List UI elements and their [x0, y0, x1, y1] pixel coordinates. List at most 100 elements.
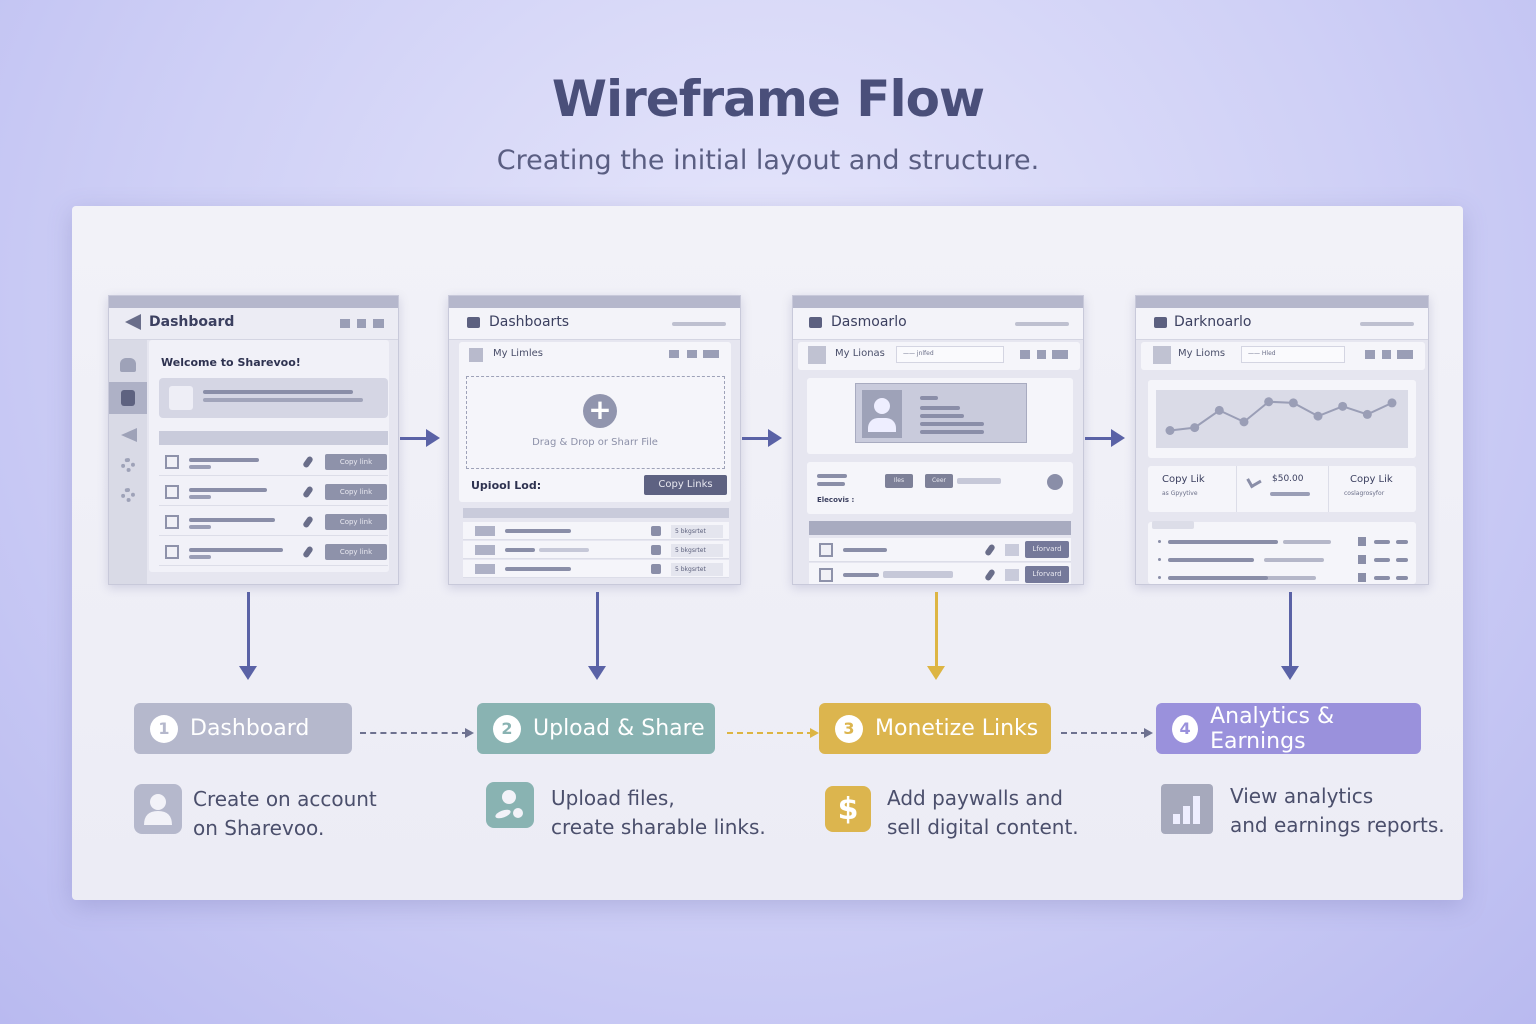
page-subtitle: Creating the initial layout and structur… — [496, 145, 1040, 176]
lock-icon[interactable] — [1047, 474, 1063, 490]
flow-arrow-down — [588, 592, 606, 680]
table-row[interactable] — [1148, 570, 1416, 584]
copy-link-button[interactable]: Copy link — [325, 484, 387, 500]
copy-link-button[interactable]: Copy link — [325, 514, 387, 530]
table-row[interactable]: 5 bkgsrtet — [463, 541, 729, 559]
table-row[interactable]: Copy link — [159, 448, 388, 476]
chart-icon — [651, 545, 661, 555]
table-header — [809, 521, 1071, 535]
flow-arrow-right — [1085, 429, 1125, 447]
table-row[interactable]: 5 bkgsrtet — [463, 560, 729, 578]
chart-point — [1239, 417, 1249, 427]
window-bar — [1136, 296, 1428, 308]
gear-icon[interactable] — [121, 458, 135, 472]
link-icon — [1246, 473, 1262, 489]
table-row[interactable]: Lforvard — [809, 538, 1071, 562]
step-label: Monetize Links — [875, 716, 1039, 741]
table-row[interactable]: Copy link — [159, 538, 388, 566]
drop-zone[interactable]: + Drag & Drop or Sharr File — [466, 376, 725, 469]
step-description: Upload files,create sharable links. — [551, 786, 766, 839]
forward-button[interactable]: Lforvard — [1025, 541, 1069, 558]
chart-point — [1362, 409, 1372, 419]
folder-icon — [809, 317, 822, 328]
chart-point — [1214, 405, 1224, 415]
table-row[interactable]: Lforvard — [809, 563, 1071, 584]
paywall-panel: Iles Ceer Elecovis : — [807, 462, 1073, 514]
chart-point — [1338, 401, 1348, 411]
edit-icon[interactable] — [984, 568, 996, 582]
table-row[interactable]: Copy link — [159, 478, 388, 506]
bar-chart-icon — [1161, 784, 1213, 834]
send-icon — [125, 314, 141, 330]
paywall-label: Elecovis : — [817, 496, 855, 504]
row-tag: 5 bkgsrtet — [671, 563, 723, 576]
copy-link-button[interactable]: Copy link — [325, 454, 387, 470]
sidebar-item-account[interactable] — [109, 382, 147, 414]
line-chart — [1156, 390, 1408, 448]
edit-icon[interactable] — [302, 515, 314, 529]
stat-sub: coslagrosyfor — [1344, 490, 1385, 497]
links-bar: My Lionas —— jnlfed — [798, 342, 1080, 370]
flow-arrow-down — [239, 592, 257, 680]
users-icon[interactable] — [120, 358, 136, 372]
search-input[interactable]: —— jnlfed — [896, 346, 1004, 363]
panel-icons — [1365, 350, 1413, 359]
step-number: 2 — [493, 714, 521, 743]
table-row[interactable] — [1148, 552, 1416, 568]
chart-point — [1313, 411, 1323, 421]
window-bar — [449, 296, 740, 308]
row-tag: 5 bkgsrtet — [671, 544, 723, 557]
profile-preview — [855, 383, 1027, 443]
chart-point — [1264, 397, 1274, 407]
edit-icon[interactable] — [984, 543, 996, 557]
mockup-title: Dashboard — [149, 314, 235, 330]
edit-icon[interactable] — [302, 545, 314, 559]
file-icon — [819, 543, 833, 557]
panel-icons — [669, 350, 719, 358]
copy-links-button[interactable]: Copy Links — [644, 475, 727, 495]
stat-copy-link: Copy Lik — [1350, 474, 1393, 485]
file-icon — [469, 348, 483, 362]
flow-arrow-right — [400, 429, 440, 447]
folder-icon — [1154, 317, 1167, 328]
stats-panel: Copy Lik as Gpyytive $50.00 Copy Lik cos… — [1148, 466, 1416, 512]
profile-card — [159, 378, 388, 418]
folder-icon — [467, 317, 480, 328]
step-label: Upload & Share — [533, 716, 705, 741]
mockup-header: Dashboarts — [449, 308, 740, 340]
window-bar — [109, 296, 398, 308]
file-icon — [165, 545, 179, 559]
edit-icon[interactable] — [302, 455, 314, 469]
edit-icon[interactable] — [302, 485, 314, 499]
send-icon[interactable] — [121, 428, 137, 442]
forward-button[interactable]: Lforvard — [1025, 566, 1069, 583]
section-title: My Lionas — [835, 348, 885, 359]
search-input[interactable]: —— Hled — [1241, 346, 1345, 363]
table-row[interactable]: 5 bkgsrtet — [463, 522, 729, 540]
dollar-icon: $ — [825, 786, 871, 832]
mockup-upload: Dashboarts My Limles + Drag & Drop or Sh… — [448, 295, 741, 585]
copy-link-button[interactable]: Copy link — [325, 544, 387, 560]
price-button[interactable]: Iles — [885, 474, 913, 488]
analytics-chart — [1148, 380, 1416, 458]
mockup-header: Dashboard — [109, 308, 398, 340]
step-upload-share[interactable]: 2 Upload & Share — [477, 703, 715, 754]
table-row[interactable]: Copy link — [159, 508, 388, 536]
table-row[interactable] — [1148, 534, 1416, 550]
file-icon — [165, 515, 179, 529]
plus-icon[interactable]: + — [583, 394, 617, 428]
drop-text: Drag & Drop or Sharr File — [532, 437, 658, 448]
flow-arrow-right — [742, 429, 782, 447]
avatar-icon — [169, 386, 193, 410]
file-icon — [165, 485, 179, 499]
chart-point — [1190, 423, 1200, 433]
section-title: My Lioms — [1178, 348, 1226, 359]
set-button[interactable]: Ceer — [925, 474, 953, 488]
gear-icon[interactable] — [121, 488, 135, 502]
user-icon — [134, 784, 182, 834]
